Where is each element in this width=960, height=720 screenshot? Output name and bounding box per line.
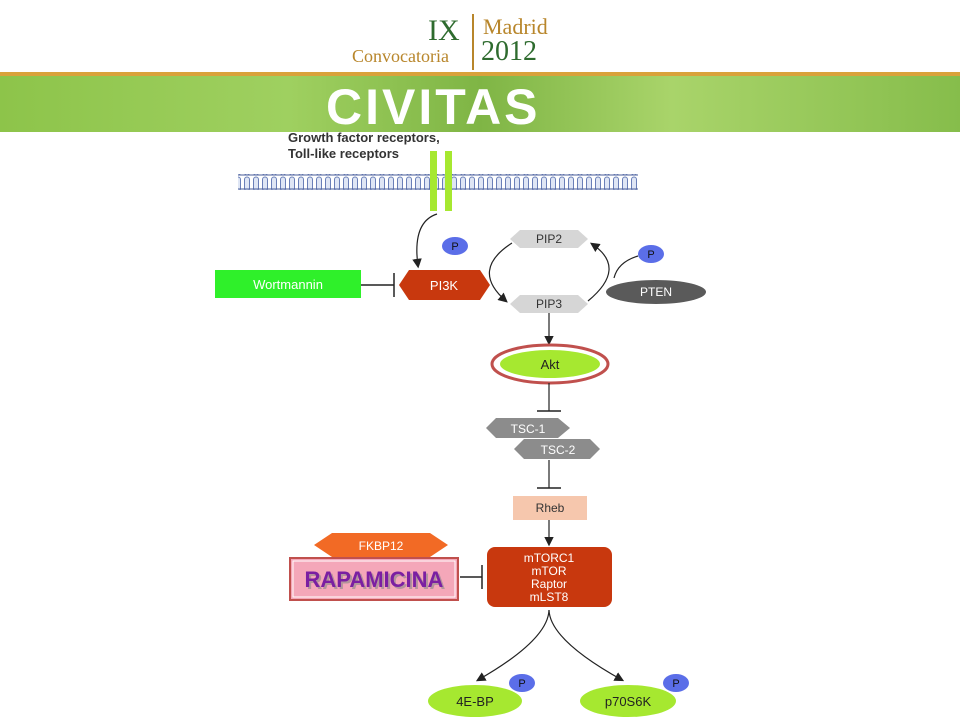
rapamicina-label: RAPAMICINA [305,567,444,592]
mtorc1-label-line4: mLST8 [530,590,569,604]
arrow-pip3-to-pip2 [587,242,610,302]
tsc2-label: TSC-2 [541,443,576,457]
p70s6k-phospho [663,674,689,692]
rheb-label: Rheb [536,501,565,515]
pten-phospho-label: P [647,249,654,261]
arrow-mtorc1-to-4ebp [475,609,550,682]
akt-node [500,350,600,378]
header-year: 2012 [481,36,537,67]
pten-phospho [638,245,664,263]
fkbp12-node [314,533,448,557]
mtorc1-label-line1: mTORC1 [524,551,575,565]
receptor-label-line2: Toll-like receptors [288,146,399,161]
pi3k-phospho-label: P [451,241,458,253]
mtorc1-label-line3: Raptor [531,577,567,591]
arrow-receptor-to-pi3k [412,213,438,269]
rapamicina-box [289,557,459,601]
p70s6k-node [580,685,676,717]
receptor-label-line1: Growth factor receptors, [288,130,440,145]
pip2-label: PIP2 [536,232,562,246]
pi3k-node [399,270,490,300]
brand-title: CIVITAS [326,79,541,135]
pten-phospho-link [613,255,639,279]
arrow-pip2-to-pip3 [488,242,513,303]
pip3-label: PIP3 [536,297,562,311]
akt-label: Akt [541,357,560,372]
header-divider [472,14,474,70]
e4bp-node [428,685,522,717]
cell-membrane [238,174,638,190]
p70s6k-phospho-label: P [672,678,679,690]
receptor-bar-left [430,151,437,211]
akt-highlight-ring [490,343,610,385]
receptor-bar-right [445,151,452,211]
pten-node [606,280,706,304]
rapamicina-box-inner [292,560,456,598]
fkbp12-label: FKBP12 [359,539,404,553]
banner-band [0,76,960,132]
pten-label: PTEN [640,285,672,299]
rheb-node [513,496,587,520]
e4bp-phospho [509,674,535,692]
pi3k-label: PI3K [430,278,459,293]
p70s6k-label: p70S6K [605,694,652,709]
pip2-node [510,230,588,248]
arrow-mtorc1-to-p70s6k [548,609,625,682]
e4bp-phospho-label: P [518,678,525,690]
wortmannin-label: Wortmannin [253,277,323,292]
wortmannin-box [215,270,361,298]
tsc1-label: TSC-1 [511,422,546,436]
e4bp-label: 4E-BP [456,694,494,709]
header-roman-numeral: IX [428,14,460,47]
header-city: Madrid [483,14,548,39]
pip3-node [510,295,588,313]
rapamicina-label-shadow: RAPAMICINA [307,569,446,594]
header-convocatoria: Convocatoria [352,46,449,66]
mtorc1-label-line2: mTOR [531,564,566,578]
tsc1-node [486,418,570,438]
banner-top-stripe [0,72,960,76]
mtorc1-node [487,547,612,607]
pi3k-phospho [442,237,468,255]
tsc2-node [514,439,600,459]
